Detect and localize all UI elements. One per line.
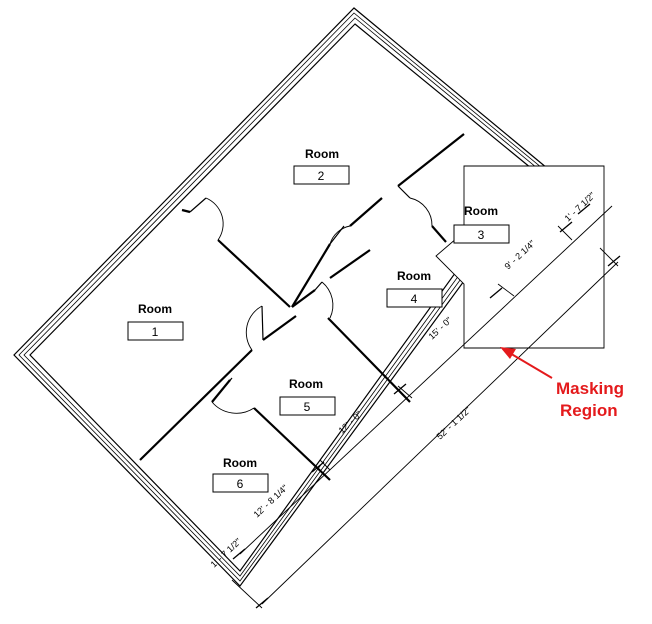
room-tag-3[interactable]: Room 3: [453, 204, 510, 244]
room-number-box: [127, 321, 184, 341]
callout-line-2: Region: [560, 401, 618, 420]
room-name: Room: [464, 204, 498, 218]
room-number-box: [212, 473, 269, 493]
room-name: Room: [397, 269, 431, 283]
room-number: 4: [411, 292, 418, 306]
room-tag-5[interactable]: Room 5: [279, 377, 336, 416]
dim-seg-d: 15' - 0": [427, 315, 454, 341]
callout-arrow: [507, 351, 553, 379]
room-tag-1[interactable]: Room 1: [127, 302, 184, 341]
dimension-lines: [231, 203, 621, 609]
room-number-box: [453, 224, 510, 244]
interior-partitions: [139, 133, 465, 481]
room-number: 3: [478, 228, 485, 242]
dim-overall: 52' - 1 1/2": [435, 405, 473, 442]
room-tag-2[interactable]: Room 2: [293, 147, 350, 185]
room-name: Room: [289, 377, 323, 391]
room-number-box: [293, 165, 350, 185]
callout-arrow-head: [500, 347, 516, 359]
room-tag-4[interactable]: Room 4: [386, 269, 443, 308]
room-name: Room: [305, 147, 339, 161]
exterior-walls: [13, 7, 548, 587]
callout-line-1: Masking: [556, 379, 624, 398]
room-number: 2: [318, 169, 325, 183]
room-name: Room: [223, 456, 257, 470]
masking-region-callout: Masking Region: [500, 347, 624, 420]
doors: [189, 185, 433, 414]
room-number-box: [279, 396, 336, 416]
room-number: 1: [152, 325, 159, 339]
room-tag-6[interactable]: Room 6: [212, 456, 269, 493]
dim-seg-a: 1' - 7 1/2": [209, 536, 244, 569]
room-name: Room: [138, 302, 172, 316]
room-number: 6: [237, 477, 244, 491]
room-number: 5: [304, 400, 311, 414]
room-number-box: [386, 288, 443, 308]
